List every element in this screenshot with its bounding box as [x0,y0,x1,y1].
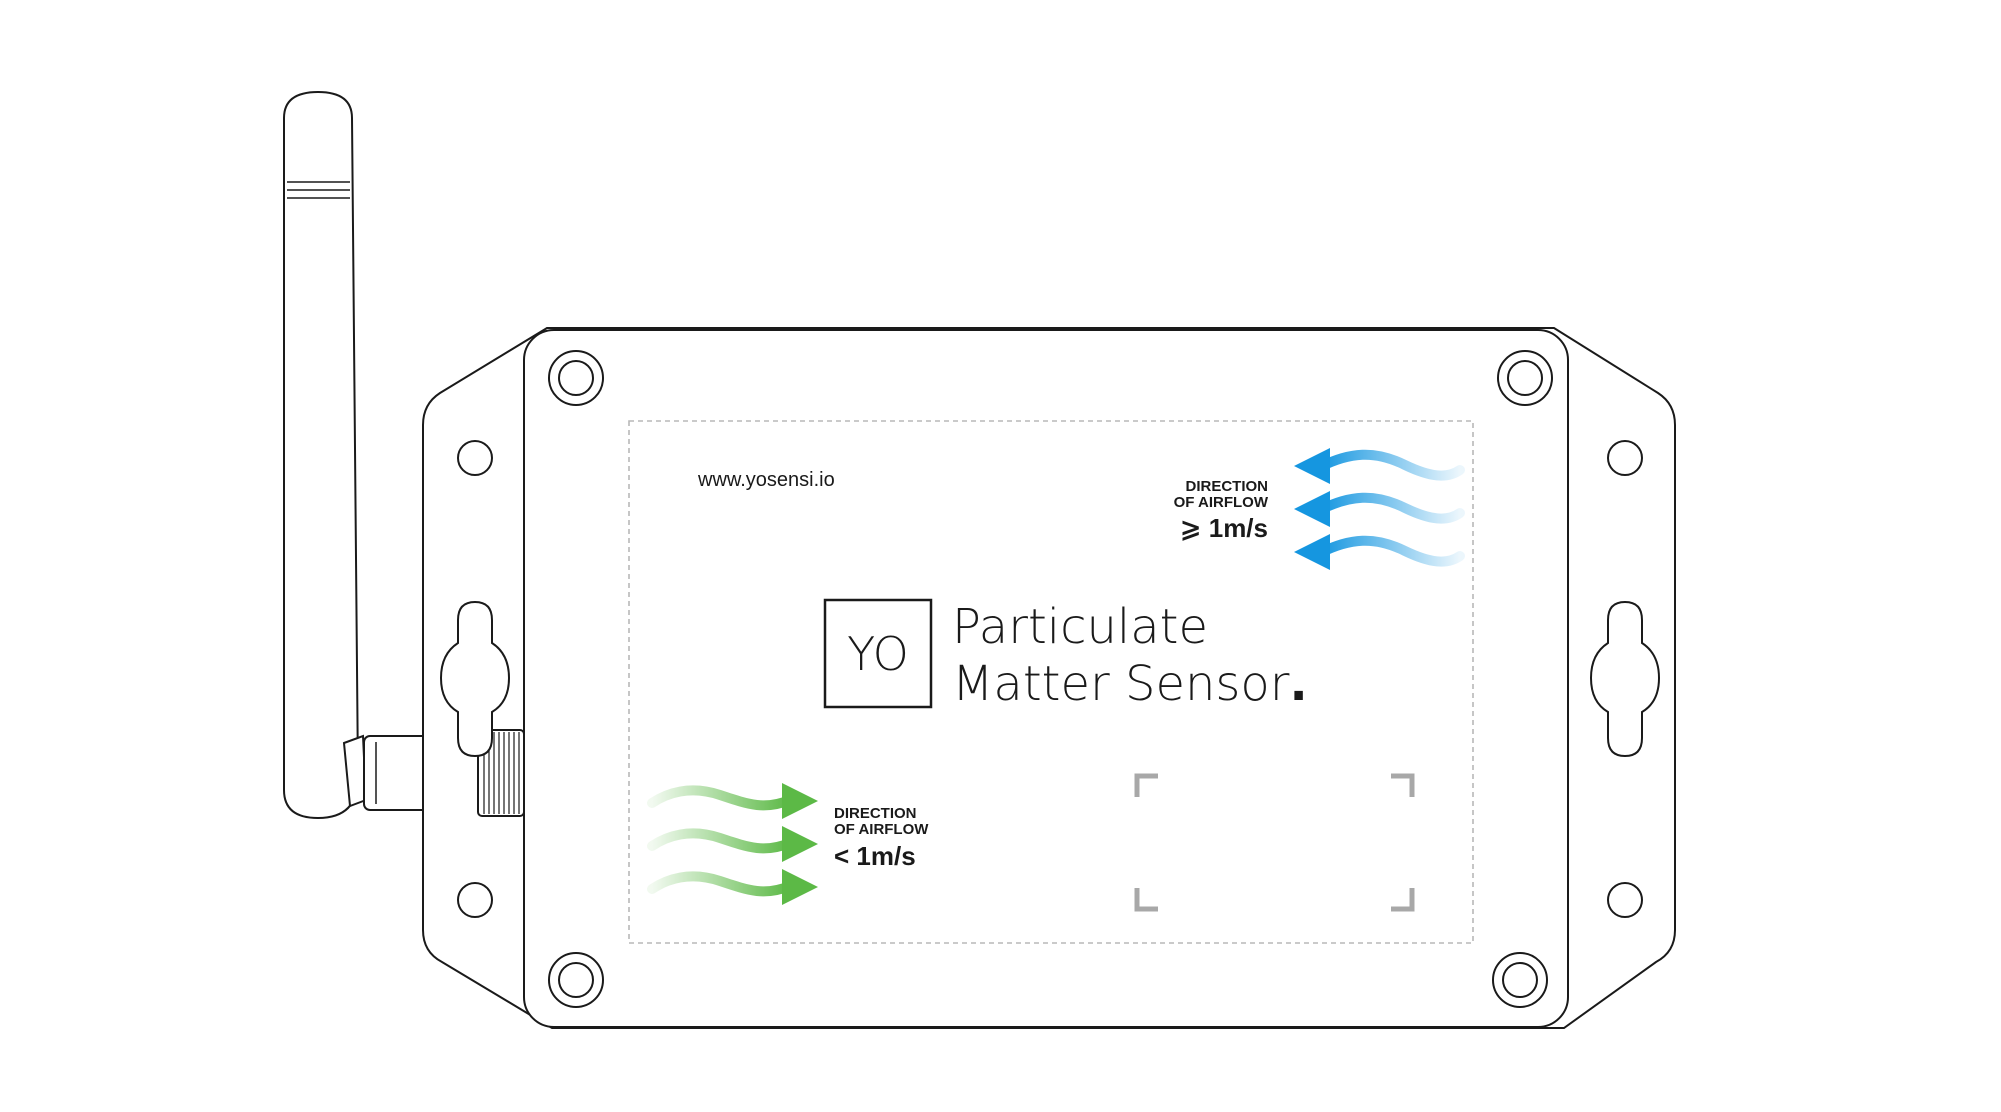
keyhole-slot-left [439,600,511,758]
website-text: www.yosensi.io [697,469,835,491]
corner-mark-bottom-right [1391,888,1415,912]
flange-hole-left-top [457,440,493,476]
product-name-line2: Matter Sensor. [952,656,1308,712]
label-area [628,420,1474,944]
green-arrow-1 [647,783,818,819]
airflow-fast-line2: OF AIRFLOW [1174,494,1269,511]
green-arrow-3 [647,869,818,905]
airflow-fast-arrows [1294,448,1465,570]
logo-box [823,598,933,709]
product-name-line1: Particulate [952,599,1208,655]
corner-mark-top-right [1391,773,1415,797]
airflow-slow-speed: < 1m/s [834,841,916,871]
airflow-slow-arrows [647,783,818,905]
screw-top-right [1497,350,1553,406]
flange-hole-right-top [1607,440,1643,476]
airflow-slow-line1: DIRECTION [834,805,917,822]
airflow-fast-line1: DIRECTION [1186,478,1269,495]
logo-text: YO [847,627,909,681]
corner-mark-top-left [1134,773,1158,797]
screw-top-left [548,350,604,406]
screw-bottom-right [1492,952,1548,1008]
product-name-dot: . [1290,656,1308,712]
product-name-line2-text: Matter Sensor [952,656,1290,712]
airflow-slow-line2: OF AIRFLOW [834,821,929,838]
airflow-fast-speed: ⩾ 1m/s [1180,513,1268,543]
blue-arrow-2 [1294,491,1465,527]
flange-hole-left-bottom [457,882,493,918]
screw-bottom-left [548,952,604,1008]
corner-mark-bottom-left [1134,888,1158,912]
blue-arrow-1 [1294,448,1465,484]
flange-hole-right-bottom [1607,882,1643,918]
antenna-whip [283,90,360,820]
qr-placeholder-corners [1134,773,1415,912]
keyhole-slot-right [1589,600,1661,758]
blue-arrow-3 [1294,534,1465,570]
green-arrow-2 [647,826,818,862]
